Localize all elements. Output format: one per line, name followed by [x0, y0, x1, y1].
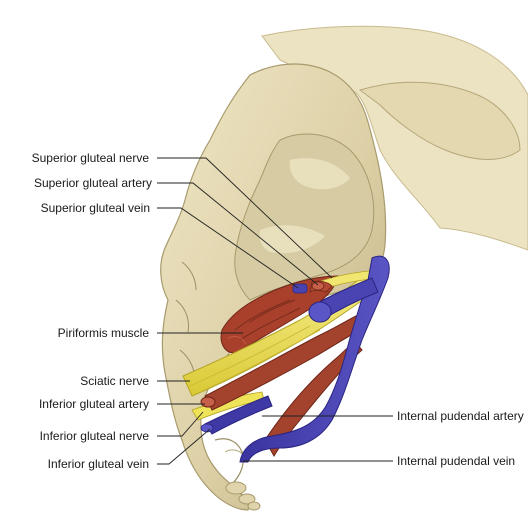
veins: [200, 255, 390, 463]
label-inferior-gluteal-artery: Inferior gluteal artery: [39, 397, 149, 411]
leader-superior-gluteal-vein: [157, 207, 299, 289]
label-piriformis-muscle: Piriformis muscle: [58, 326, 150, 340]
leader-superior-gluteal-nerve: [157, 157, 333, 279]
label-superior-gluteal-nerve: Superior gluteal nerve: [32, 151, 150, 165]
pelvis-bone: [160, 25, 528, 511]
label-superior-gluteal-vein: Superior gluteal vein: [41, 201, 150, 215]
label-sciatic-nerve: Sciatic nerve: [80, 374, 149, 388]
label-internal-pudendal-vein: Internal pudendal vein: [397, 454, 515, 468]
leader-superior-gluteal-artery: [157, 182, 319, 286]
label-superior-gluteal-artery: Superior gluteal artery: [34, 176, 152, 190]
arteries: [200, 280, 363, 457]
leader-inferior-gluteal-vein: [157, 428, 211, 465]
label-inferior-gluteal-nerve: Inferior gluteal nerve: [40, 429, 150, 443]
labels: Superior gluteal nerve Superior gluteal …: [32, 151, 524, 471]
label-internal-pudendal-artery: Internal pudendal artery: [397, 409, 524, 423]
leader-lines: [157, 157, 393, 465]
label-inferior-gluteal-vein: Inferior gluteal vein: [48, 457, 149, 471]
leader-inferior-gluteal-nerve: [157, 411, 204, 437]
